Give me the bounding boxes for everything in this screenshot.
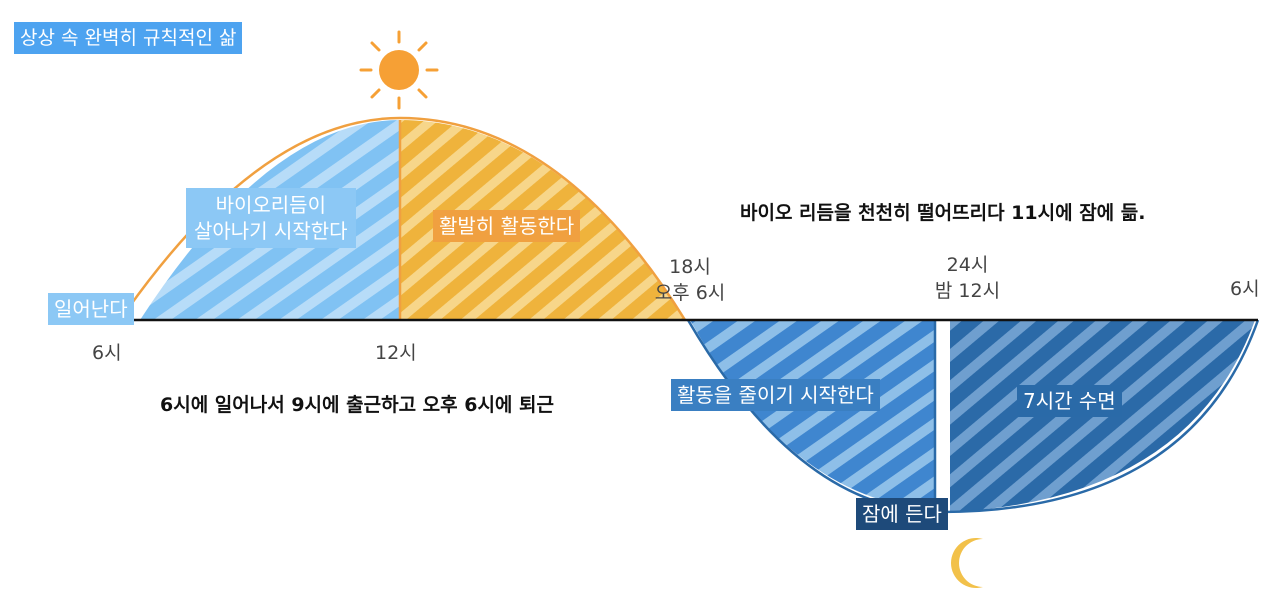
time-18-line1: 18시 <box>669 256 711 278</box>
bio-label-line2: 살아나기 시작한다 <box>194 219 348 243</box>
day-schedule-note: 6시에 일어나서 9시에 출근하고 오후 6시에 퇴근 <box>160 394 554 416</box>
go-to-bed-label: 잠에 든다 <box>856 498 948 530</box>
time-6am-next: 6시 <box>1230 278 1260 300</box>
time-24-line2: 밤 12시 <box>934 280 1001 302</box>
active-label: 활발히 활동한다 <box>433 210 581 242</box>
evening-area <box>690 320 935 510</box>
time-6am: 6시 <box>92 342 122 364</box>
slow-down-label: 활동을 줄이기 시작한다 <box>671 379 880 411</box>
time-18: 18시 오후 6시 <box>645 254 735 306</box>
sun-icon <box>359 30 439 110</box>
time-24: 24시 밤 12시 <box>920 252 1015 304</box>
time-24-line1: 24시 <box>946 254 989 276</box>
time-noon: 12시 <box>375 342 417 364</box>
bio-label-line1: 바이오리듬이 <box>215 193 326 217</box>
time-18-line2: 오후 6시 <box>654 282 726 304</box>
bio-rhythm-rising-label: 바이오리듬이 살아나기 시작한다 <box>186 188 356 248</box>
sleep-duration-label: 7시간 수면 <box>1017 385 1122 417</box>
night-schedule-note: 바이오 리듬을 천천히 떨어뜨리다 11시에 잠에 듦. <box>740 202 1146 224</box>
crescent-moon-icon <box>951 538 983 588</box>
page-title: 상상 속 완벽히 규칙적인 삶 <box>14 22 243 54</box>
wake-up-label: 일어난다 <box>48 293 134 325</box>
